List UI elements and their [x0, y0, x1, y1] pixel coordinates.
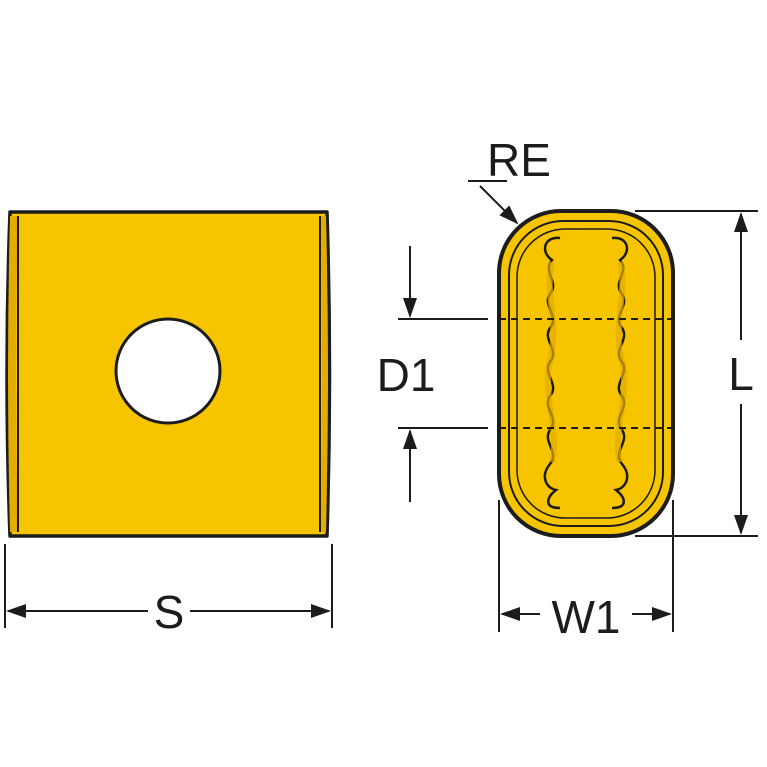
re-arrow — [479, 185, 519, 225]
label-w1: W1 — [552, 591, 621, 643]
dimension-w1: W1 — [498, 500, 674, 643]
rounded-insert-profile-icon — [497, 209, 675, 538]
right-groove-shade — [614, 261, 628, 463]
label-l: L — [728, 348, 754, 400]
dimension-l: L — [635, 210, 758, 537]
right-edge-shade — [320, 216, 328, 532]
dimension-re: RE — [468, 134, 551, 225]
left-groove-shade — [544, 261, 558, 463]
label-d1: D1 — [377, 349, 436, 401]
label-s: S — [154, 586, 185, 638]
label-re: RE — [487, 134, 551, 186]
square-insert-icon — [5, 210, 332, 538]
dimension-s: S — [4, 544, 333, 638]
center-hole — [114, 317, 222, 425]
profile-inner-edge — [508, 220, 664, 527]
left-edge-shade — [8, 216, 18, 532]
dimension-d1: D1 — [377, 246, 488, 502]
profile-inner-face — [516, 228, 656, 519]
